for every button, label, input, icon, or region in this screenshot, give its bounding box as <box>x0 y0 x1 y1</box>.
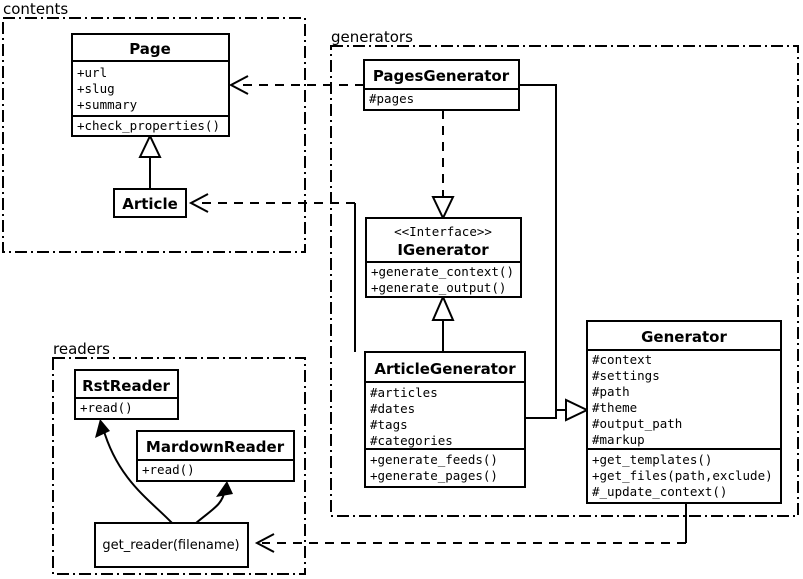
class-page-name: Page <box>129 40 171 58</box>
class-page-attribute-1: +slug <box>77 81 115 96</box>
relation-article-inherits-page <box>138 133 162 189</box>
class-mardown-reader-name: MardownReader <box>146 438 285 456</box>
class-pages-generator-box[interactable] <box>363 59 520 111</box>
relation-getreader-returns-rstreader <box>95 419 173 524</box>
class-generator[interactable]: Generator #context #settings #path #them… <box>586 320 782 504</box>
class-generator-attribute-0: #context <box>592 352 652 367</box>
package-contents-label: contents <box>3 0 68 18</box>
class-generator-box[interactable] <box>586 320 782 504</box>
class-article-name: Article <box>122 195 178 213</box>
class-generator-attribute-2: #path <box>592 384 630 399</box>
class-article-box[interactable] <box>113 188 187 218</box>
class-igenerator-name: IGenerator <box>397 241 489 259</box>
package-contents-border <box>2 17 306 253</box>
relation-pagesgenerator-realizes-igenerator <box>431 110 455 221</box>
package-readers-border <box>52 357 306 575</box>
class-igenerator-method-1: +generate_output() <box>371 280 506 295</box>
class-generator-attribute-3: #theme <box>592 400 637 415</box>
class-rst-reader-name: RstReader <box>82 377 170 395</box>
class-article-generator[interactable]: ArticleGenerator #articles #dates #tags … <box>364 351 526 488</box>
class-pages-generator-name: PagesGenerator <box>373 67 510 85</box>
class-igenerator-box[interactable] <box>365 217 522 298</box>
class-generator-method-2: #_update_context() <box>592 484 727 499</box>
package-readers: readers <box>52 340 306 575</box>
relation-getreader-returns-mardownreader <box>195 481 233 524</box>
relation-articlegenerator-depends-article <box>188 193 356 352</box>
class-generator-method-0: +get_templates() <box>592 452 712 467</box>
class-igenerator-stereotype: <<Interface>> <box>394 224 492 239</box>
class-page[interactable]: Page +url +slug +summary +check_properti… <box>71 33 230 137</box>
relation-articlegenerator-extends-igenerator <box>431 294 455 352</box>
class-article-generator-attribute-0: #articles <box>370 385 438 400</box>
class-page-attribute-2: +summary <box>77 97 138 112</box>
relation-pagesgenerator-extends-generator <box>519 84 566 411</box>
class-pages-generator[interactable]: PagesGenerator #pages <box>363 59 520 111</box>
relation-articlegenerator-extends-generator <box>525 398 590 422</box>
class-igenerator[interactable]: <<Interface>> IGenerator +generate_conte… <box>365 217 522 298</box>
package-readers-label: readers <box>53 340 110 358</box>
package-contents: contents <box>2 0 306 253</box>
package-generators: generators <box>330 28 799 517</box>
class-generator-name: Generator <box>641 328 727 346</box>
function-get-reader-box[interactable] <box>94 522 249 568</box>
class-page-attribute-0: +url <box>77 65 107 80</box>
class-article-generator-attribute-3: #categories <box>370 433 453 448</box>
relation-generator-depends-getreader <box>254 503 687 553</box>
class-generator-method-1: +get_files(path,exclude) <box>592 468 773 483</box>
class-mardown-reader-method-0: +read() <box>142 462 195 477</box>
class-article-generator-method-1: +generate_pages() <box>370 468 498 483</box>
class-page-method-0: +check_properties() <box>77 118 220 133</box>
class-page-box[interactable] <box>71 33 230 137</box>
class-pages-generator-attribute-0: #pages <box>369 91 414 106</box>
class-generator-attribute-4: #output_path <box>592 416 682 431</box>
class-article-generator-method-0: +generate_feeds() <box>370 452 498 467</box>
class-article-generator-name: ArticleGenerator <box>374 360 516 378</box>
class-mardown-reader-box[interactable] <box>136 430 295 482</box>
class-igenerator-method-0: +generate_context() <box>371 264 514 279</box>
class-generator-attribute-5: #markup <box>592 432 645 447</box>
class-mardown-reader[interactable]: MardownReader +read() <box>136 430 295 482</box>
class-rst-reader-box[interactable] <box>74 369 179 420</box>
package-generators-border <box>330 45 799 517</box>
package-generators-label: generators <box>331 28 413 46</box>
class-article[interactable]: Article <box>113 188 187 218</box>
class-article-generator-attribute-1: #dates <box>370 401 415 416</box>
relation-pagesgenerator-depends-page <box>228 75 364 95</box>
class-rst-reader-method-0: +read() <box>80 400 133 415</box>
class-rst-reader[interactable]: RstReader +read() <box>74 369 179 420</box>
function-get-reader[interactable]: get_reader(filename) <box>94 522 249 568</box>
class-generator-attribute-1: #settings <box>592 368 660 383</box>
class-article-generator-attribute-2: #tags <box>370 417 408 432</box>
class-article-generator-box[interactable] <box>364 351 526 488</box>
function-get-reader-label: get_reader(filename) <box>102 538 239 553</box>
